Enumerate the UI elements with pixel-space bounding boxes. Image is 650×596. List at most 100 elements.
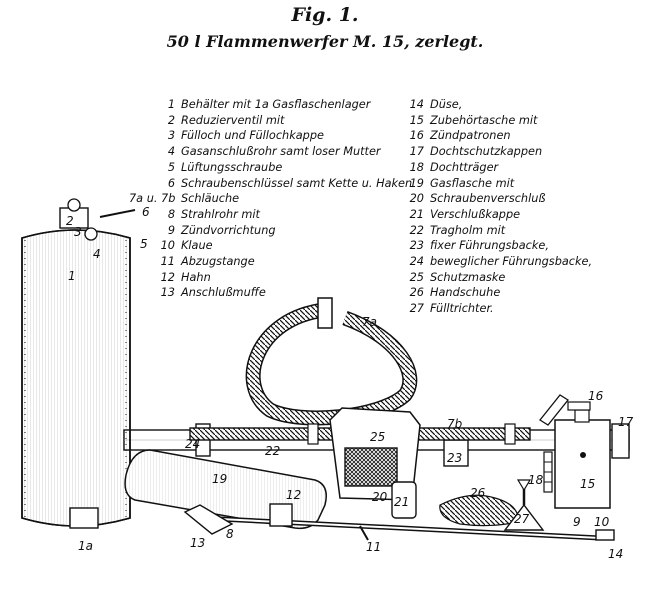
legend-text: Schutzmaske — [430, 270, 506, 284]
legend-item: 18 Dochtträger — [398, 160, 592, 176]
callout-12: 12 — [286, 488, 301, 502]
callout-16: 16 — [588, 389, 604, 403]
callout-27: 27 — [514, 512, 530, 526]
legend-number: 23 — [409, 239, 424, 253]
callout-8: 8 — [226, 527, 234, 541]
legend-item: 2 Reduzierventil mit — [152, 113, 412, 129]
legend-item: 27 Fülltrichter. — [398, 301, 592, 317]
figure-subtitle: 50 l Flammenwerfer M. 15, zerlegt. — [166, 32, 484, 51]
legend-text: Fülltrichter. — [430, 302, 494, 316]
legend-number: 15 — [409, 113, 424, 127]
callout-23: 23 — [447, 451, 462, 465]
callout-4: 4 — [93, 247, 101, 261]
legend-text: Dochtschutzkappen — [430, 145, 543, 159]
callout-17: 17 — [618, 415, 634, 429]
legend-number: 12 — [160, 270, 175, 284]
legend-text: Zündvorrichtung — [181, 223, 276, 237]
legend-number: 22 — [409, 223, 424, 237]
legend-item: 11 Abzugstange — [152, 254, 412, 270]
gas-bottle-mount — [69, 507, 99, 529]
legend-number: 16 — [409, 129, 424, 143]
figure-title: Fig. 1. — [291, 4, 359, 26]
nozzle — [595, 529, 615, 541]
accessory-bag — [554, 409, 611, 509]
legend-text: Dochtträger — [430, 160, 499, 174]
legend-number: 1 — [167, 98, 175, 111]
legend-text: Düse, — [430, 98, 463, 111]
legend-text: Reduzierventil mit — [181, 113, 285, 127]
ignition-cartridges — [539, 394, 591, 426]
legend-number: 19 — [409, 176, 424, 190]
callout-2: 2 — [66, 214, 74, 228]
legend-text: Abzugstange — [181, 255, 255, 269]
legend-number: 18 — [409, 160, 424, 174]
callout-1: 1 — [68, 269, 76, 283]
spanner — [99, 209, 136, 218]
callout-6: 6 — [142, 205, 150, 219]
legend-item: 17 Dochtschutzkappen — [398, 144, 592, 160]
callout-13: 13 — [190, 536, 205, 550]
hose-coupling — [317, 297, 333, 329]
legend-number: 13 — [160, 286, 175, 300]
callout-5: 5 — [140, 237, 148, 251]
callout-19: 19 — [212, 472, 227, 486]
legend-number: 20 — [409, 192, 424, 206]
legend-item: 1 Behälter mit 1a Gasflaschenlager — [152, 97, 412, 113]
cock — [269, 503, 293, 527]
callout-14: 14 — [608, 547, 623, 561]
legend-text: Zündpatronen — [430, 129, 511, 143]
legend-number: 24 — [409, 255, 424, 269]
legend-number: 17 — [409, 145, 424, 159]
callout-22: 22 — [265, 444, 280, 458]
legend-number: 8 — [167, 207, 175, 221]
callout-labels: 1 1a 2 3 4 5 6 7a 7b 8 9 10 11 12 13 14 … — [66, 205, 634, 561]
legend-text: Schraubenverschluß — [430, 192, 546, 206]
connecting-sleeve — [183, 504, 234, 535]
legend-number: 9 — [167, 223, 175, 237]
legend-text: Gasflasche mit — [430, 176, 515, 190]
legend-number: 5 — [167, 160, 175, 174]
callout-10: 10 — [594, 515, 610, 529]
callout-18: 18 — [528, 473, 544, 487]
callout-21: 21 — [394, 495, 409, 509]
callout-9: 9 — [573, 515, 581, 529]
wick-holder — [543, 451, 553, 493]
filling-funnel — [503, 479, 545, 531]
main-tank — [21, 198, 136, 529]
legend-item: 26 Handschuhe — [398, 285, 592, 301]
callout-26: 26 — [470, 486, 486, 500]
callout-7b: 7b — [447, 417, 463, 431]
legend-item: 9 Zündvorrichtung — [152, 223, 412, 239]
legend-number: 4 — [167, 145, 175, 159]
callout-20: 20 — [372, 490, 388, 504]
legend-number: 6 — [167, 176, 175, 190]
hose-7a — [245, 297, 418, 426]
legend-text: Behälter mit 1a Gasflaschenlager — [181, 98, 371, 111]
legend-item: 19 Gasflasche mit — [398, 176, 592, 192]
jet-pipe — [183, 503, 615, 541]
legend-number: 27 — [409, 302, 424, 316]
legend-number: 21 — [409, 207, 424, 221]
legend-text: Zubehörtasche mit — [430, 113, 538, 127]
legend-text: fixer Führungsbacke, — [430, 239, 549, 253]
trigger-rod — [359, 525, 369, 541]
legend-text: Handschuhe — [430, 286, 501, 300]
callout-11: 11 — [366, 540, 381, 554]
legend-number: 2 — [167, 113, 175, 127]
legend-number: 26 — [409, 286, 424, 300]
legend-text: Fülloch und Füllochkappe — [181, 129, 324, 143]
callout-7a: 7a — [362, 315, 377, 329]
legend-number: 11 — [160, 255, 175, 269]
